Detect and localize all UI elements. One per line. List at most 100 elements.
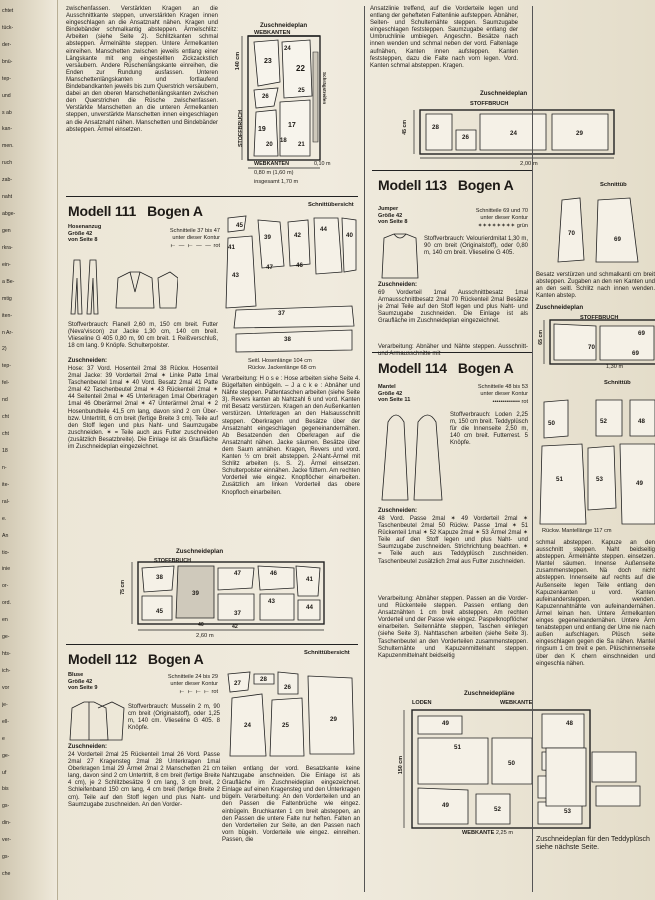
footer-note: Zuschneideplan für den Teddyplüsch siehe… xyxy=(536,836,650,851)
contour-text: unter dieser Kontur xyxy=(172,234,220,241)
model-111-cutting-plan xyxy=(131,561,325,631)
model-113-cutting-heading: Zuschneiden: xyxy=(378,282,418,288)
gutter-text-fragment: nd xyxy=(2,397,8,404)
piece-number: 39 xyxy=(264,234,271,241)
gutter-text-fragment: uf xyxy=(2,769,7,776)
gutter-text-fragment: tep- xyxy=(2,75,11,82)
section-divider xyxy=(372,352,532,353)
piece-number: 45 xyxy=(156,608,163,615)
model-number: Modell 114 xyxy=(378,360,447,376)
model-113-assembly: Verarbeitung: Abnäher und Nähte steppen.… xyxy=(378,344,528,358)
piece-number: 42 xyxy=(294,232,301,239)
piece-number: 69 xyxy=(638,330,645,337)
gutter-text-fragment: gen xyxy=(2,228,11,234)
column-rule xyxy=(532,6,533,892)
piece-number: 69 xyxy=(632,350,639,357)
piece-number: 41 xyxy=(306,576,313,583)
plan-height: 65 cm xyxy=(538,330,544,345)
gutter-text-fragment: che xyxy=(2,871,11,878)
piece-number: 48 xyxy=(638,418,645,425)
section-divider xyxy=(66,196,358,198)
gutter-text-fragment: naht xyxy=(2,194,13,201)
model-113-cutting-plan xyxy=(413,109,615,159)
piece-number: 23 xyxy=(264,58,272,65)
page-reference: von Seite 11 xyxy=(378,397,411,404)
bottom-selvedge-label: WEBKANTEN xyxy=(254,161,290,167)
piece-number: 70 xyxy=(588,344,595,351)
piece-number: 28 xyxy=(432,124,439,131)
contour-color: rot xyxy=(521,399,528,406)
column-3-text-1: Besatz verstürzen und schmalkanti cm bre… xyxy=(536,272,655,300)
section-divider xyxy=(66,644,358,646)
model-114-plan-title: Zuschneidepläne xyxy=(464,690,515,697)
model-113-meta: Jumper Größe 42 von Seite 8 xyxy=(378,206,438,226)
size: Größe 42 xyxy=(378,390,403,397)
model-111-pieces-list: Hose: 37 Vord. Hosenteil 2mal 38 Rückw. … xyxy=(68,366,218,451)
piece-number: 24 xyxy=(510,130,517,137)
sheet-letter: Bogen A xyxy=(147,651,204,667)
section-divider xyxy=(372,170,532,172)
piece-number: 44 xyxy=(320,226,327,233)
gutter-text-fragment: ite- xyxy=(2,481,10,488)
model-number: Modell 111 xyxy=(68,203,137,219)
model-112-cutting-heading: Zuschneiden: xyxy=(68,744,108,750)
column-2-top-text: Ansatzlinie treffend, auf die Vorderteil… xyxy=(370,6,518,69)
gutter-text-fragment: n Ar- xyxy=(2,329,13,336)
piece-number: 51 xyxy=(556,476,563,483)
garment-type: Jumper xyxy=(378,206,399,212)
piece-number: 50 xyxy=(508,760,515,767)
sheet-parts: Schnitteile 69 und 70 xyxy=(475,208,528,214)
model-111-plan-title: Zuschneideplan xyxy=(176,548,224,555)
gutter-text-fragment: je- xyxy=(2,701,8,708)
piece-number: 48 xyxy=(566,720,573,727)
pattern-overview-title: Schnittübersicht xyxy=(308,202,354,208)
piece-number: 52 xyxy=(600,418,607,425)
model-114-assembly: Verarbeitung: Abnäher steppen. Passen an… xyxy=(378,596,528,659)
gutter-text-fragment: ell- xyxy=(2,718,9,725)
sheet-letter: Bogen A xyxy=(457,177,514,193)
model-112-title: Modell 112 Bogen A xyxy=(68,651,204,667)
width-label-1: 0,10 m xyxy=(314,161,331,167)
piece-number: 42 xyxy=(232,624,238,630)
model-number: Modell 113 xyxy=(378,177,447,193)
page-reference: von Seite 8 xyxy=(378,219,408,226)
gutter-text-fragment: abge- xyxy=(2,211,16,218)
size: Größe 42 xyxy=(68,230,93,237)
gutter-text-fragment: zab- xyxy=(2,177,13,184)
model-114-title: Modell 114 Bogen A xyxy=(378,360,514,376)
piece-number: 37 xyxy=(278,310,285,317)
top-selvedge-label: WEBKANTEN xyxy=(254,30,291,36)
model-113-pattern-overview xyxy=(557,197,639,263)
piece-number: 38 xyxy=(156,574,163,581)
gutter-text-fragment: gs- xyxy=(2,854,10,861)
piece-number: 24 xyxy=(244,722,251,729)
piece-number: 47 xyxy=(234,570,241,577)
model-113-sheet-ref: Schnitteile 69 und 70 unter dieser Kontu… xyxy=(442,208,528,230)
model-114-cutting-heading: Zuschneiden: xyxy=(378,508,418,514)
plan-width: 2,00 m xyxy=(520,161,538,167)
contour-text: unter dieser Kontur xyxy=(170,680,218,687)
selvedge-label: WEBKANTE xyxy=(500,700,533,706)
model-number: Modell 112 xyxy=(68,651,137,667)
piece-number: 51 xyxy=(454,744,461,751)
piece-number: 25 xyxy=(298,88,305,94)
piece-number: 29 xyxy=(576,130,583,137)
gutter-text-fragment: An xyxy=(2,532,9,539)
gutter-text-fragment: tück- xyxy=(2,24,14,31)
gutter-text-fragment: s ab xyxy=(2,109,12,116)
model-111-pattern-overview xyxy=(225,215,357,353)
fold-label: STOFFBRUCH xyxy=(154,558,192,564)
piece-number: 29 xyxy=(330,716,337,723)
column-rule xyxy=(364,6,365,892)
model-114-cutting-plan xyxy=(403,709,591,829)
gutter-text-fragment: tio- xyxy=(2,549,10,556)
gutter-text-fragment: vor xyxy=(2,684,10,691)
gutter-text-fragment: or- xyxy=(2,583,9,590)
continued-instructions-text: zwischenfassen. Verstärkten Kragen an di… xyxy=(66,6,218,133)
model-113-plan-title-2: Zuschneideplan xyxy=(536,304,584,311)
model-111-fabric: Stoffverbrauch: Flanell 2,60 m, 150 cm b… xyxy=(68,322,218,350)
model-111-assembly: Verarbeitung: H o s e : Hose arbeiten si… xyxy=(222,376,360,496)
gutter-text-fragment: ver- xyxy=(2,837,11,844)
